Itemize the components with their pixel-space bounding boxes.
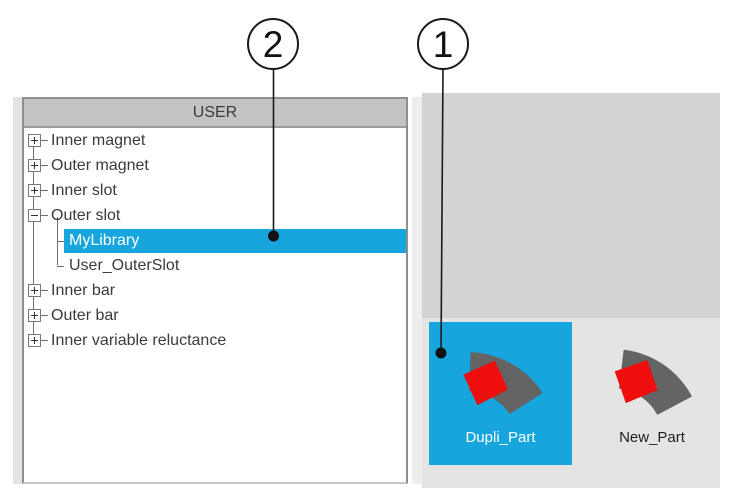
tree-panel-title: USER [192,103,238,121]
expand-icon[interactable] [28,159,41,172]
part-icon-wrap [587,322,717,429]
callout-1-circle [417,18,469,70]
tree-item-outer-slot[interactable]: Outer slot [24,203,406,228]
tree-branch-tick [41,340,48,341]
tree-item-outer-bar[interactable]: Outer bar [24,303,406,328]
tree-branch-tick [41,290,48,291]
part-tile-new-part[interactable]: New_Part [587,322,717,465]
panel-splitter[interactable] [412,97,422,484]
tree-item-outer-magnet[interactable]: Outer magnet [24,153,406,178]
tree-panel-left-strip [13,97,22,484]
part-icon-wrap [429,322,572,429]
expand-icon[interactable] [28,309,41,322]
tree-item-inner-bar[interactable]: Inner bar [24,278,406,303]
tree-item-label: User_OuterSlot [69,256,180,274]
part-slot-shape [462,360,508,405]
tree-item-label: Inner magnet [51,131,146,149]
callout-2-number: 2 [263,24,284,65]
tree-branch-tick [41,215,48,216]
tree-item-label: Outer bar [51,306,119,324]
tree-item-label: MyLibrary [69,231,140,249]
expand-icon[interactable] [28,184,41,197]
part-slot-shape [614,359,658,403]
tree-item-inner-slot[interactable]: Inner slot [24,178,406,203]
parts-panel: Dupli_Part New_Part [422,93,720,488]
part-tile-dupli-part[interactable]: Dupli_Part [429,322,572,465]
parts-list: Dupli_Part New_Part [422,318,720,465]
elbow-connector-icon [50,253,64,278]
expand-icon[interactable] [28,284,41,297]
callout-2-circle [247,18,299,70]
preview-canvas [422,93,720,318]
tree-item-inner-variable-reluctance[interactable]: Inner variable reluctance [24,328,406,353]
part-shape-icon [614,349,692,415]
part-label: New_Part [619,429,685,446]
selected-row-highlight: MyLibrary [64,228,406,253]
row-highlight: User_OuterSlot [64,254,406,278]
tree-branch-tick [41,315,48,316]
tree-item-inner-magnet[interactable]: Inner magnet [24,128,406,153]
tree-branch-tick [41,140,48,141]
tree-item-label: Inner bar [51,281,116,299]
callout-1-number: 1 [433,24,454,65]
part-shape-icon [462,351,543,414]
tree-item-user-outerslot[interactable]: User_OuterSlot [24,253,406,278]
part-label: Dupli_Part [465,429,536,446]
tree-item-label: Inner slot [51,181,117,199]
expand-icon[interactable] [28,134,41,147]
tree-item-label: Outer slot [51,206,121,224]
tee-connector-icon [50,228,64,253]
tree-guide-line [33,140,34,340]
tree-item-label: Inner variable reluctance [51,331,227,349]
expand-icon[interactable] [28,334,41,347]
tree-item-mylibrary[interactable]: MyLibrary [24,228,406,253]
tree-branch-tick [41,165,48,166]
tree-branch-tick [41,190,48,191]
tree-item-label: Outer magnet [51,156,149,174]
collapse-icon[interactable] [28,209,41,222]
tree-panel-header: USER [24,99,406,128]
